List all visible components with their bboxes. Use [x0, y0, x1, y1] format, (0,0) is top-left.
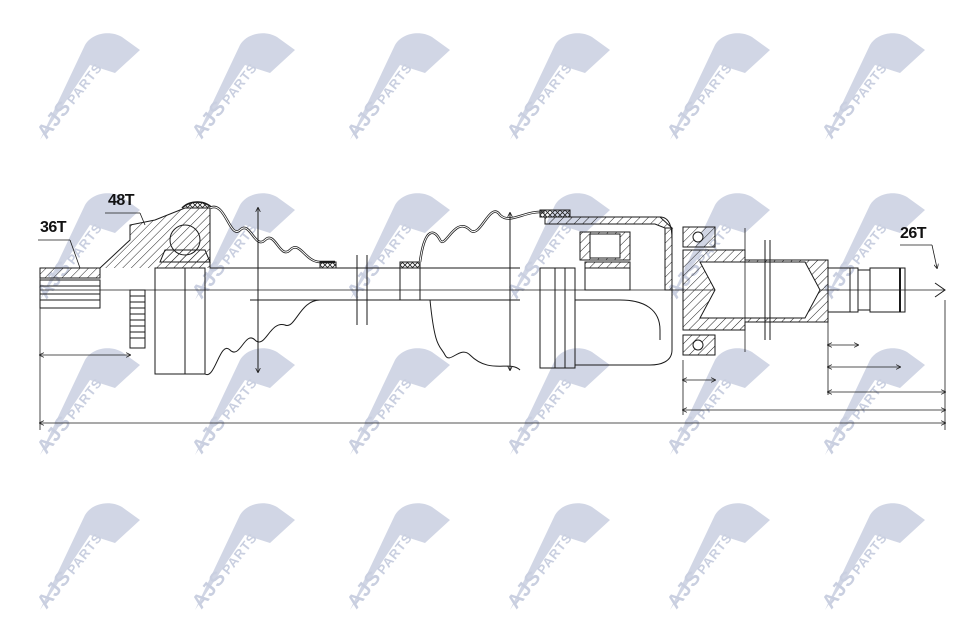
shaft [250, 255, 520, 325]
spline-label-36t: 36T [40, 219, 67, 236]
spline-label-48t: 48T [108, 192, 135, 209]
outer-boot [204, 205, 337, 375]
bearing-flange [682, 226, 829, 356]
leader-lines [38, 212, 937, 268]
dimension-lines [40, 208, 945, 430]
spline-label-26t: 26T [900, 225, 927, 242]
outer-cv-joint [39, 201, 250, 375]
stub-shaft [827, 267, 946, 313]
inner-tripod-joint [539, 216, 674, 369]
